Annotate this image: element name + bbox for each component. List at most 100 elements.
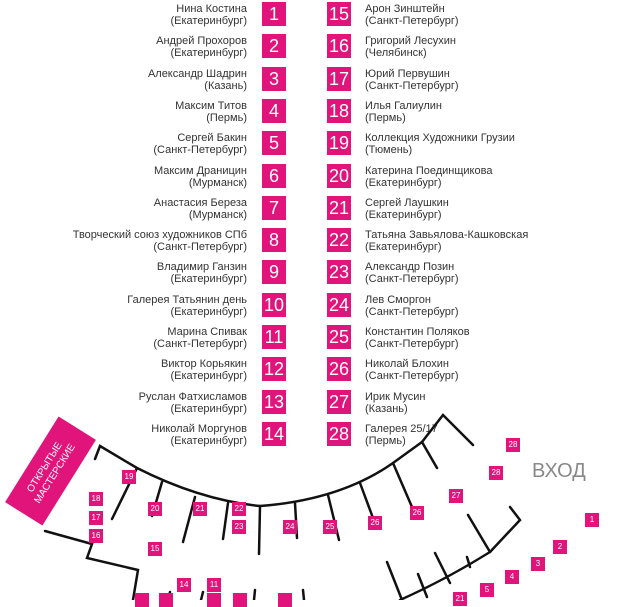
booth-marker-28[interactable]: 28 bbox=[489, 466, 503, 480]
booth-marker-partial[interactable] bbox=[135, 593, 149, 607]
booth-marker-11[interactable]: 11 bbox=[207, 578, 221, 592]
booth-marker-21[interactable]: 21 bbox=[453, 592, 467, 606]
booth-marker-20[interactable]: 20 bbox=[148, 502, 162, 516]
legend-item[interactable]: Марина Спивак(Санкт-Петербург)11 bbox=[0, 325, 620, 351]
exhibitor-city: (Екатеринбург) bbox=[170, 273, 247, 286]
booth-marker-3[interactable]: 3 bbox=[531, 557, 545, 571]
booth-marker-27[interactable]: 27 bbox=[449, 489, 463, 503]
exhibitor-name-block: Андрей Прохоров(Екатеринбург) bbox=[7, 35, 247, 59]
exhibitor-city: (Казань) bbox=[365, 402, 408, 415]
booth-number-badge: 16 bbox=[327, 34, 351, 59]
booth-marker-26[interactable]: 26 bbox=[410, 506, 424, 520]
booth-marker-16[interactable]: 16 bbox=[89, 529, 103, 543]
exhibitor-city: (Санкт-Петербург) bbox=[365, 15, 459, 27]
exhibitor-name-block: Виктор Корьякин(Екатеринбург) bbox=[7, 358, 247, 382]
exhibitor-name: Лев Сморгон bbox=[365, 293, 431, 306]
exhibitor-name: Галерея 25/17 bbox=[365, 422, 438, 435]
legend-item[interactable]: Галерея Татьянин день(Екатеринбург) 10 bbox=[0, 292, 620, 319]
booth-marker-17[interactable]: 17 bbox=[89, 511, 103, 525]
booth-marker-18[interactable]: 18 bbox=[89, 492, 103, 506]
legend-item[interactable]: Сергей Бакин(Санкт-Петербург)5 bbox=[0, 131, 620, 157]
exhibitor-name: Андрей Прохоров bbox=[156, 35, 247, 48]
exhibitor-city: (Пермь) bbox=[365, 111, 406, 124]
exhibitor-name-block: Максим Драницин(Мурманск) bbox=[7, 165, 247, 189]
legend-item[interactable]: Виктор Корьякин(Екатеринбург)12 bbox=[0, 357, 620, 383]
legend-item[interactable]: Константин Поляков(Санкт-Петербург)25 bbox=[0, 325, 620, 351]
legend-item[interactable]: Нина Костина(Екатеринбург)1 bbox=[0, 2, 620, 28]
exhibitor-name: Александр Позин bbox=[365, 261, 455, 274]
exhibitor-name-block: Илья Галиулин(Пермь) bbox=[365, 100, 620, 124]
legend-item[interactable]: Галерея 25/17(Пермь)28 bbox=[0, 421, 620, 448]
booth-marker-5[interactable]: 5 bbox=[480, 583, 494, 597]
exhibitor-city: (Екатеринбург) bbox=[365, 208, 442, 221]
booth-number-badge: 10 bbox=[262, 292, 286, 317]
exhibitor-name-block: Нина Костина(Екатеринбург) bbox=[7, 3, 247, 27]
exhibitor-city: (Мурманск) bbox=[188, 208, 247, 221]
booth-number-badge: 17 bbox=[327, 66, 351, 91]
exhibitor-city: (Екатеринбург) bbox=[170, 370, 247, 383]
legend-item[interactable]: Татьяна Завьялова-Кашковская(Екатеринбур… bbox=[0, 228, 620, 254]
booth-marker-1[interactable]: 1 bbox=[585, 513, 599, 527]
exhibitor-name-block: Руслан Фатхисламов(Екатеринбург) bbox=[7, 391, 247, 415]
booth-number-badge: 8 bbox=[262, 228, 286, 253]
booth-marker-22[interactable]: 22 bbox=[232, 502, 246, 516]
booth-marker-26[interactable]: 26 bbox=[368, 516, 382, 530]
booth-marker-25[interactable]: 25 bbox=[323, 520, 337, 534]
legend-item[interactable]: Григорий Лесухин(Челябинск)16 bbox=[0, 34, 620, 60]
exhibitor-name-block: Галерея Татьянин день(Екатеринбург) bbox=[7, 294, 247, 318]
booth-marker-partial[interactable] bbox=[159, 593, 173, 607]
legend-item[interactable]: Ирик Мусин(Казань)27 bbox=[0, 389, 620, 416]
exhibitor-city: (Санкт-Петербург) bbox=[153, 241, 247, 254]
exhibitor-name: Творческий союз художников СПб bbox=[72, 229, 247, 242]
booth-marker-4[interactable]: 4 bbox=[505, 570, 519, 584]
legend-item[interactable]: Творческий союз художников СПб(Санкт-Пет… bbox=[0, 228, 620, 254]
exhibitor-city: (Екатеринбург) bbox=[170, 305, 247, 318]
legend-item[interactable]: Илья Галиулин(Пермь)18 bbox=[0, 98, 620, 125]
legend-item[interactable]: Юрий Первушин(Санкт-Петербург)17 bbox=[0, 66, 620, 93]
legend-item[interactable]: Владимир Ганзин(Екатеринбург)9 bbox=[0, 260, 620, 286]
legend-item[interactable]: Андрей Прохоров(Екатеринбург)2 bbox=[0, 34, 620, 60]
booth-marker-23[interactable]: 23 bbox=[232, 520, 246, 534]
booth-marker-15[interactable]: 15 bbox=[148, 542, 162, 556]
legend-item[interactable]: Александр Шадрин(Казань)3 bbox=[0, 66, 620, 93]
legend-item[interactable]: Николай Блохин(Санкт-Петербург)26 bbox=[0, 357, 620, 383]
entrance-label: ВХОД bbox=[532, 460, 586, 482]
legend-item[interactable]: Максим Драницин(Мурманск)6 bbox=[0, 163, 620, 190]
exhibitor-name: Владимир Ганзин bbox=[156, 261, 247, 274]
booth-marker-partial[interactable] bbox=[207, 593, 221, 607]
booth-marker-28[interactable]: 28 bbox=[506, 438, 520, 452]
wall bbox=[465, 555, 472, 569]
booth-number-badge: 19 bbox=[327, 131, 351, 156]
booth-marker-2[interactable]: 2 bbox=[553, 540, 567, 554]
legend-item[interactable]: Катерина Поединщикова(Екатеринбург)20 bbox=[0, 163, 620, 190]
booth-number-badge: 3 bbox=[262, 66, 286, 91]
legend-item[interactable]: Сергей Лаушкин(Екатеринбург)21 bbox=[0, 195, 620, 222]
booth-marker-24[interactable]: 24 bbox=[283, 520, 297, 534]
booth-number-badge: 15 bbox=[327, 2, 351, 26]
booth-marker-partial[interactable] bbox=[233, 593, 247, 607]
legend-item[interactable]: Лев Сморгон(Санкт-Петербург)24 bbox=[0, 292, 620, 319]
legend-item[interactable]: Николай Моргунов(Екатеринбург)14 bbox=[0, 421, 620, 448]
booth-number-badge: 5 bbox=[262, 131, 286, 156]
legend-item[interactable]: Арон Зинштейн(Санкт-Петербург)15 bbox=[0, 2, 620, 28]
legend-item[interactable]: Александр Позин(Санкт-Петербург)23 bbox=[0, 260, 620, 286]
booth-number-badge: 26 bbox=[327, 357, 351, 382]
booth-number-badge: 20 bbox=[327, 163, 351, 188]
booth-marker-14[interactable]: 14 bbox=[177, 578, 191, 592]
exhibitor-city: (Тюмень) bbox=[365, 144, 413, 157]
exhibitor-name: Григорий Лесухин bbox=[365, 35, 457, 48]
booth-marker-partial[interactable] bbox=[278, 593, 292, 607]
wall bbox=[199, 590, 205, 600]
legend-item[interactable]: Анастасия Береза(Мурманск)7 bbox=[0, 195, 620, 222]
legend-item[interactable]: Руслан Фатхисламов(Екатеринбург)13 bbox=[0, 389, 620, 416]
legend-item[interactable]: Коллекция Художники Грузии(Тюмень)19 bbox=[0, 131, 620, 157]
wall bbox=[257, 504, 262, 556]
booth-marker-19[interactable]: 19 bbox=[122, 470, 136, 484]
exhibitor-city: (Санкт-Петербург) bbox=[365, 79, 459, 92]
legend-item[interactable]: Максим Титов(Пермь)4 bbox=[0, 98, 620, 125]
booth-marker-21[interactable]: 21 bbox=[193, 502, 207, 516]
exhibitor-name-block: Анастасия Береза(Мурманск) bbox=[7, 197, 247, 221]
exhibitor-city: (Пермь) bbox=[206, 111, 247, 124]
exhibitor-name-block: Николай Моргунов(Екатеринбург) bbox=[7, 423, 247, 447]
booth-number-badge: 11 bbox=[262, 325, 286, 349]
